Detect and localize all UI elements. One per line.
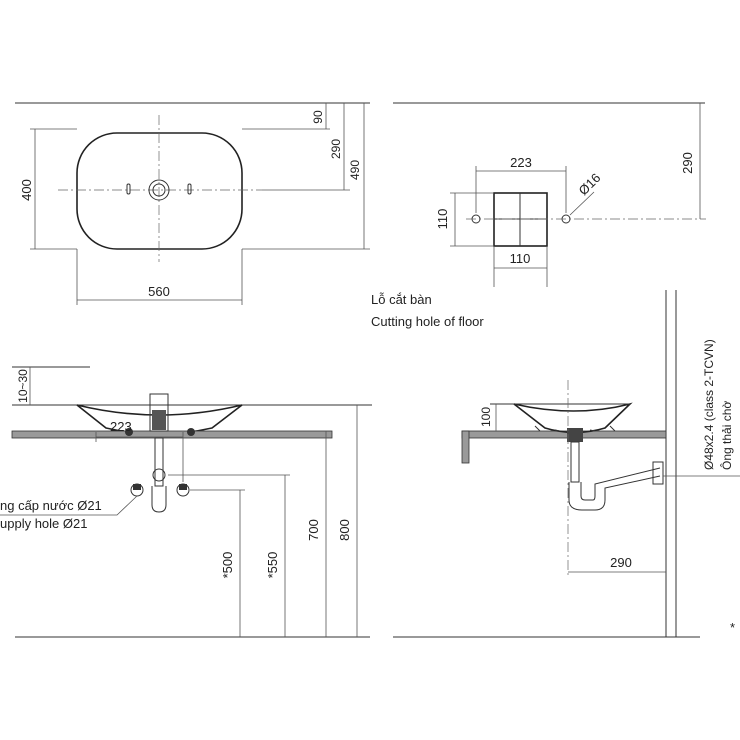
dim-label-550: *550: [265, 552, 280, 579]
supply-valve-left-icon: [130, 483, 144, 497]
note-asterisk: *: [730, 620, 735, 635]
drain-outer-ring: [148, 179, 170, 201]
front-view: 10~30 223 ng cấp nước Ø21 upply hole Ø21…: [0, 366, 372, 638]
dim-label-90: 90: [311, 110, 325, 124]
dim-label-110-h: 110: [510, 251, 531, 266]
cutting-hole-label-vi: Lỗ cắt bàn: [371, 292, 432, 307]
supply-valve-right-icon: [176, 483, 190, 497]
dim-label-d16: Ø16: [576, 170, 604, 198]
dim-label-110-v: 110: [435, 209, 450, 230]
countertop-front: [11, 430, 333, 439]
leader-d16: [569, 191, 595, 216]
trap-nut-front: [152, 468, 166, 482]
overflow-slot-right: [187, 183, 192, 195]
dim-label-560: 560: [148, 284, 170, 299]
dim-label-10-30: 10~30: [16, 369, 30, 403]
dim-label-290-side: 290: [610, 555, 632, 570]
basin-side-feet: [534, 425, 616, 432]
drain-inner-ring: [152, 183, 166, 197]
dim-label-800: 800: [337, 519, 352, 541]
countertop-side-lip: [461, 430, 470, 464]
dim-label-400: 400: [19, 179, 34, 201]
trap-side-inner: [580, 467, 661, 501]
drain-nut-side: [567, 428, 583, 442]
leader-supply: [0, 495, 138, 516]
cutting-hole-view: 223 Ø16 110 110 290 Lỗ cắt bàn Cutting h…: [371, 102, 706, 329]
drain-nut-front: [152, 410, 166, 430]
drain-body-front: [149, 393, 169, 432]
dim-label-700: 700: [306, 519, 321, 541]
cutting-hole-label-en: Cutting hole of floor: [371, 314, 484, 329]
drain-pipe-front: [154, 437, 164, 487]
top-view: 400 560 90 290 490: [15, 102, 370, 305]
dim-label-223-top: 223: [510, 155, 532, 170]
dim-label-290: 290: [329, 139, 343, 159]
side-view: 100 290 Ø48x2.4 (class 2-TCVN) Ông thải …: [393, 290, 740, 638]
dim-label-290-hole: 290: [680, 152, 695, 174]
drain-pipe-label-vi: Ông thải chờ: [719, 401, 734, 470]
trap-front: [151, 486, 167, 513]
supply-label-vi: ng cấp nước Ø21: [0, 498, 102, 513]
trap-side: [568, 475, 661, 511]
dim-label-223-front: 223: [110, 419, 132, 434]
basin-outline: [76, 132, 243, 250]
supply-label-en: upply hole Ø21: [0, 516, 87, 531]
drain-pipe-label-en: Ø48x2.4 (class 2-TCVN): [702, 339, 716, 470]
drain-pipe-side: [570, 441, 580, 483]
dim-label-490: 490: [348, 160, 362, 180]
mounting-bolt-left: [125, 428, 133, 436]
overflow-slot-left: [126, 183, 131, 195]
mounting-bolt-right: [187, 428, 195, 436]
wall-flange: [652, 461, 664, 485]
dim-label-100: 100: [479, 407, 493, 427]
dim-label-500: *500: [220, 552, 235, 579]
